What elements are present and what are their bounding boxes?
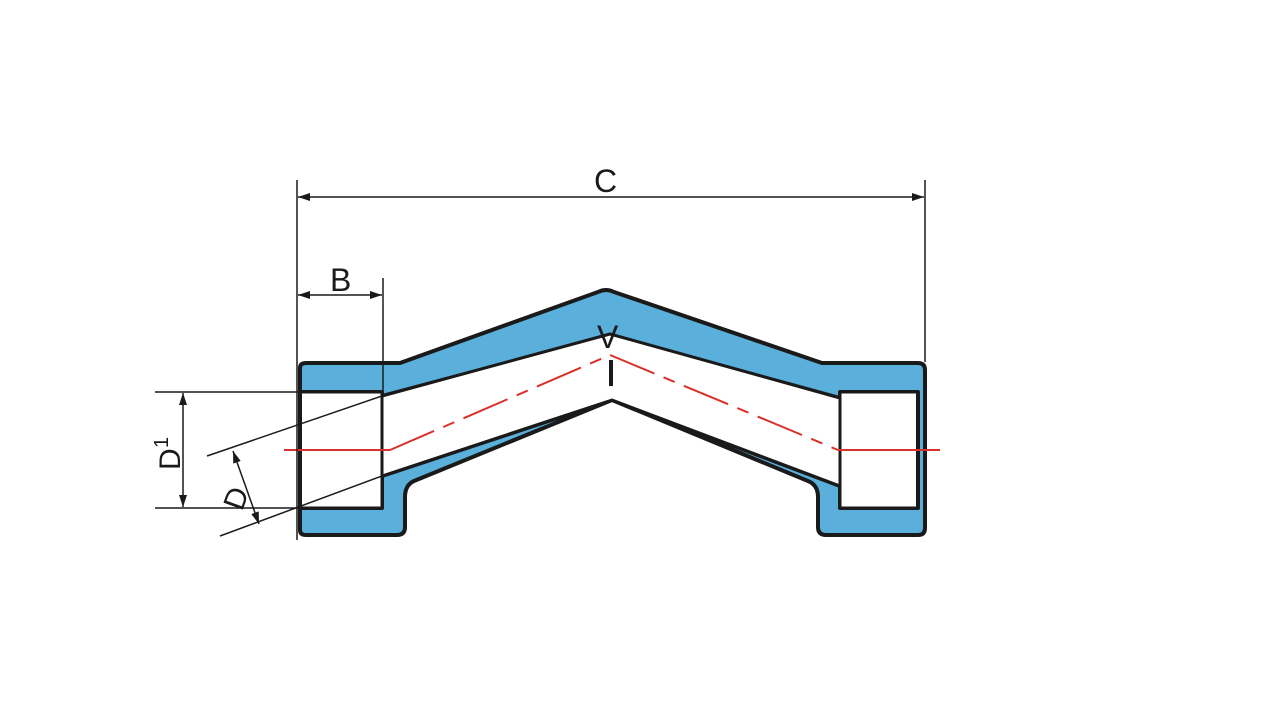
dim-d-extension-bottom xyxy=(219,475,383,537)
dim-d-extension-top xyxy=(206,395,383,457)
dim-c-label: C xyxy=(594,163,617,199)
dim-d-line xyxy=(232,450,260,525)
dim-d1-label: D 1 xyxy=(151,437,187,470)
svg-text:D: D xyxy=(218,483,256,515)
dim-d-label: D xyxy=(218,483,256,515)
dim-b-label: B xyxy=(330,262,351,298)
centerline xyxy=(284,354,940,451)
angle-label: V xyxy=(597,319,619,355)
svg-text:1: 1 xyxy=(151,437,173,448)
svg-text:D: D xyxy=(154,448,187,470)
